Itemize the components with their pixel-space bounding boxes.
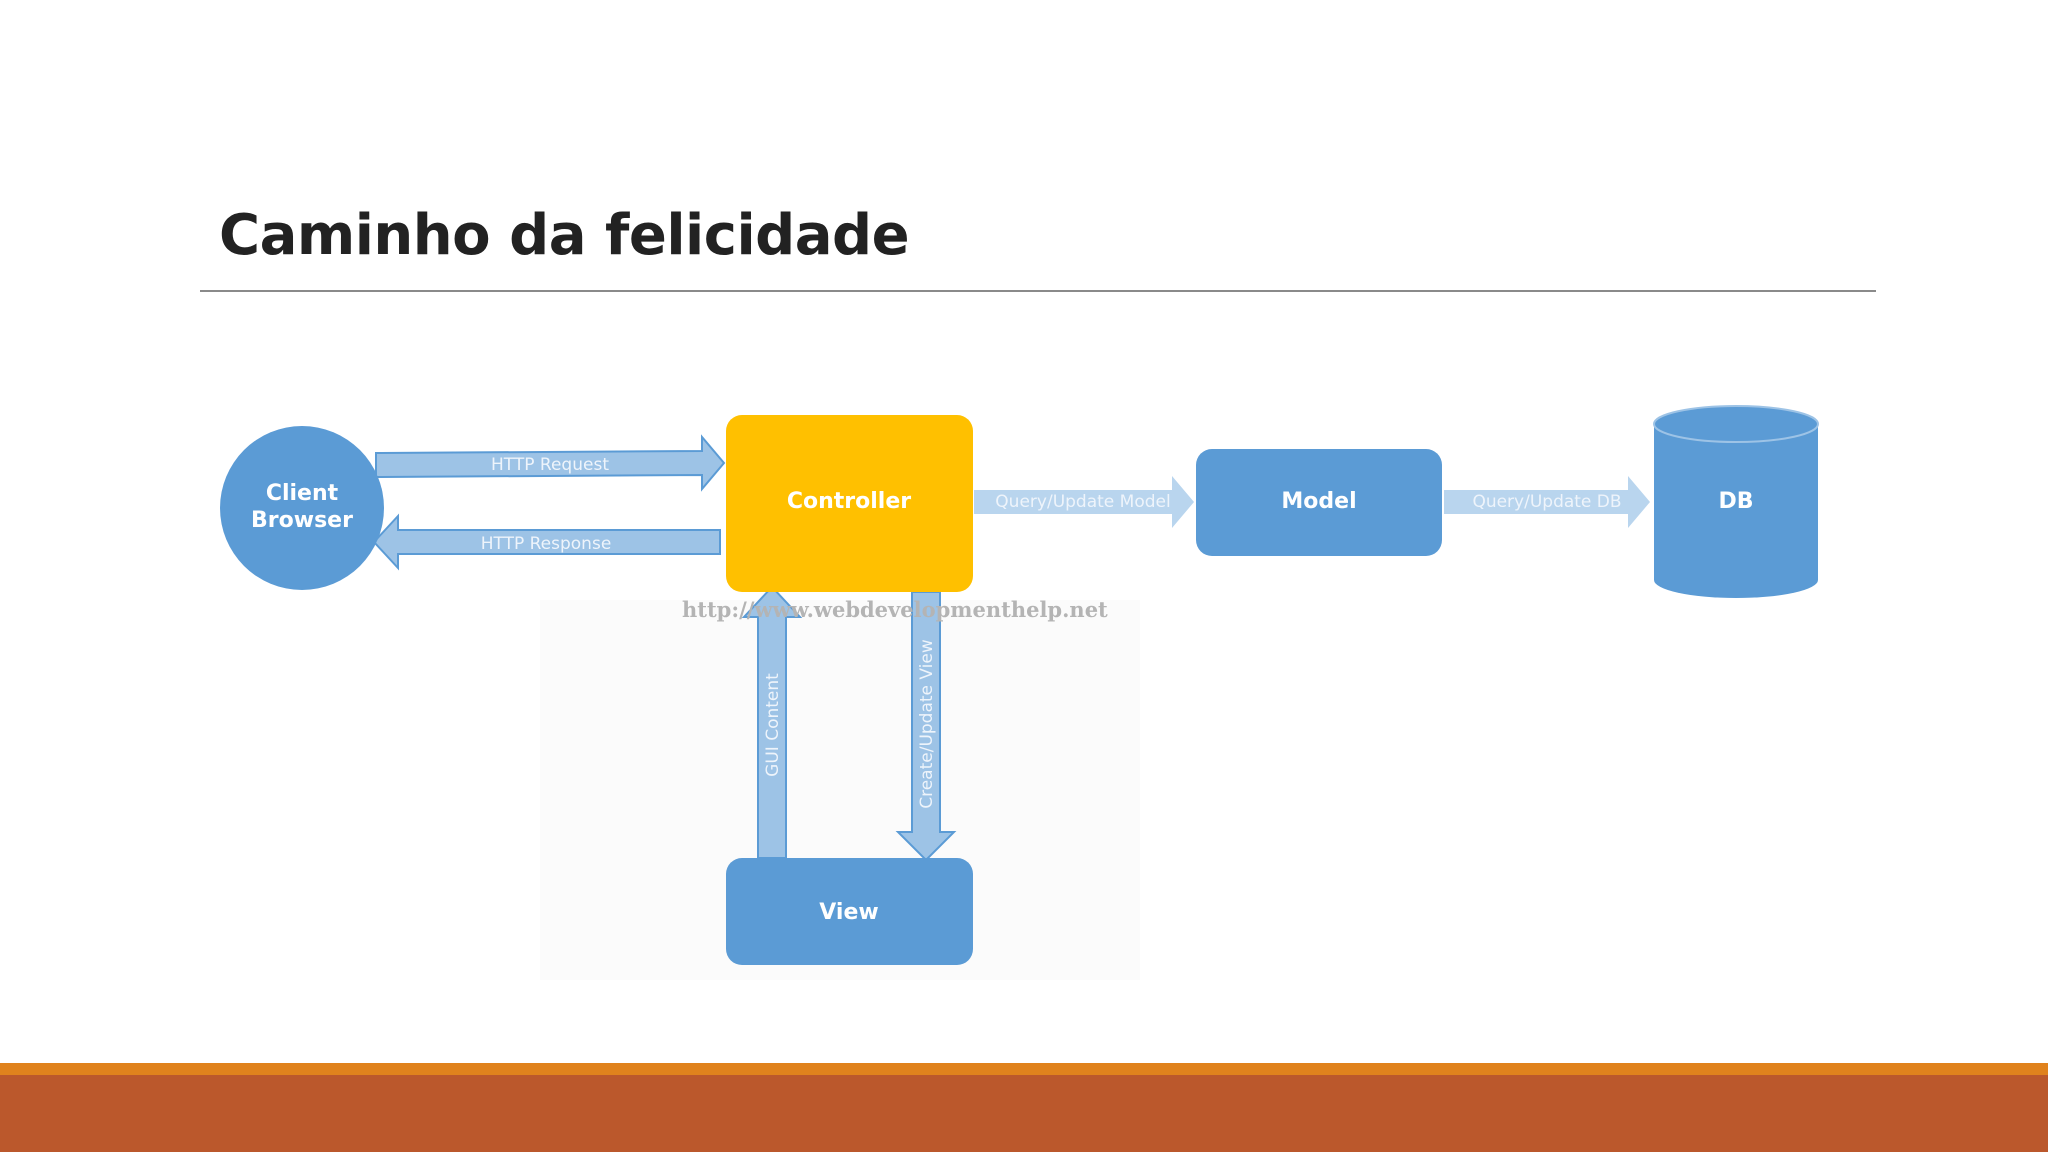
model-label: Model <box>1281 489 1356 514</box>
controller-node <box>726 415 973 592</box>
query-update-db-label: Query/Update DB <box>1472 492 1621 512</box>
client-browser-label-line1: Client <box>266 481 339 506</box>
query-update-db-arrow <box>1444 476 1650 528</box>
query-update-model-arrow <box>974 476 1194 528</box>
http-request-label: HTTP Request <box>491 455 609 475</box>
http-response-label: HTTP Response <box>481 534 612 554</box>
db-label: DB <box>1718 489 1753 514</box>
http-request-arrow <box>375 434 726 492</box>
create-update-view-label: Create/Update View <box>917 639 937 809</box>
gui-content-arrow <box>741 585 803 859</box>
footer-band <box>0 1075 2048 1152</box>
db-cylinder-body <box>1654 424 1818 598</box>
view-label: View <box>819 900 878 925</box>
client-browser-label-line2: Browser <box>251 508 353 533</box>
watermark-url: http://www.webdevelopmenthelp.net <box>682 597 1108 622</box>
slide-title: Caminho da felicidade <box>219 203 910 268</box>
view-node <box>726 858 973 965</box>
controller-label: Controller <box>787 489 911 514</box>
model-node <box>1196 449 1442 556</box>
gui-content-label: GUI Content <box>763 673 783 777</box>
query-update-model-label: Query/Update Model <box>995 492 1170 512</box>
create-update-view-arrow <box>895 591 957 862</box>
http-response-arrow <box>372 513 721 571</box>
client-browser-node <box>220 426 384 590</box>
title-divider <box>200 290 1876 292</box>
db-cylinder-top <box>1653 405 1819 443</box>
footer-accent-stripe <box>0 1063 2048 1075</box>
